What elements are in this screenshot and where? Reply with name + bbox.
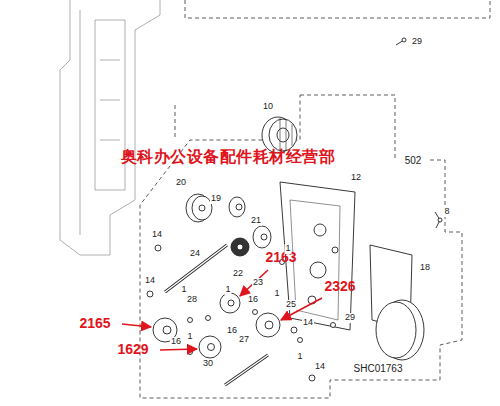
watermark: 奥科办公设备配件耗材经营部 [120,148,337,166]
callout-number: 16 [226,326,238,336]
callout-number: 14 [302,318,314,328]
callout-number: 1 [296,352,303,362]
part-code-annotation: 2165 [78,316,111,331]
chassis-frame [60,0,160,255]
callout-number: 16 [170,337,182,347]
callout-number: SHC01763 [353,363,404,374]
callout-number: 1 [224,285,231,295]
callout-number: 27 [238,335,250,345]
parts [147,38,442,385]
callout-number: 1 [186,332,193,342]
callout-number: 19 [210,194,222,204]
callout-number: 8 [443,207,450,217]
callout-number: 25 [285,300,297,310]
callout-number: 30 [202,359,214,369]
part-code-annotation: 1629 [116,342,149,357]
callout-number: 1 [284,244,291,254]
callout-number: 14 [151,230,163,240]
callout-number: 20 [175,178,187,188]
callout-number: 14 [144,276,156,286]
callout-number: 1 [273,289,280,299]
callout-number: 24 [189,249,201,259]
callout-number: 10 [262,102,274,112]
callout-number: 29 [344,313,356,323]
callout-number: 16 [247,295,259,305]
red-pointer-arrows [122,270,322,350]
callout-number: 21 [250,216,262,226]
callout-number: 1 [180,285,187,295]
callout-number: 12 [350,173,362,183]
part-code-annotation: 2326 [323,279,356,294]
callout-number: 22 [232,269,244,279]
callout-number: 29 [411,37,423,47]
callout-number: 28 [186,295,198,305]
assembly-boundary [140,0,490,398]
part-code-annotation: 2163 [264,250,297,265]
callout-number: 23 [252,278,264,288]
callout-number: 18 [419,263,431,273]
callout-number: 14 [314,362,326,372]
callout-number: 502 [404,155,423,166]
